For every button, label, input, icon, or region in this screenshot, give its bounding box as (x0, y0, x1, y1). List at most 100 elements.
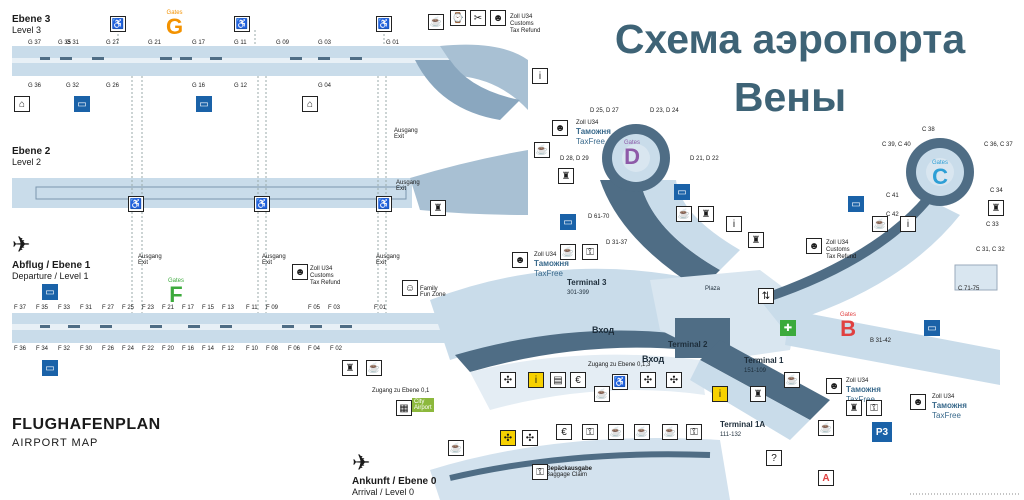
gate-label: G 32 (66, 83, 80, 89)
restroom-icon: ♿ (110, 16, 126, 32)
gate-label: F 11 (246, 305, 258, 311)
baggage-icon: ⚿ (582, 424, 598, 440)
gate-label: F 08 (266, 346, 279, 352)
baggage-icon: ⚿ (532, 464, 548, 480)
lounge-icon: ▭ (196, 96, 212, 112)
gate-label: F 10 (246, 346, 259, 352)
access-note: Zugang zu Ebene 0,1,3 (588, 362, 651, 368)
info-icon: i (532, 68, 548, 84)
map-legend: FLUGHAFENPLAN AIRPORT MAP (12, 416, 161, 449)
gate-label: F 01 (374, 305, 387, 311)
gate-label: F 22 (142, 346, 155, 352)
elevator-icon: ⇅ (758, 288, 774, 304)
gate-label: C 38 (922, 127, 935, 133)
gate-label: F 15 (202, 305, 215, 311)
level3-de: Ebene 3 (12, 14, 51, 25)
gate-label: F 16 (182, 346, 195, 352)
entrance-label: Вход (592, 325, 615, 335)
lounge-icon: ▭ (560, 214, 576, 230)
gate-label: C 42 (886, 212, 899, 218)
legend-title-de: FLUGHAFENPLAN (12, 416, 161, 433)
restroom-icon: ♿ (128, 196, 144, 212)
gate-label: F 30 (80, 346, 93, 352)
gate-label: F 33 (58, 305, 71, 311)
gate-label: G 17 (192, 40, 206, 46)
terminal2-label: Terminal 2 (668, 340, 708, 349)
gate-label: F 35 (36, 305, 49, 311)
gate-label: G 21 (148, 40, 162, 46)
gate-label: F 26 (102, 346, 115, 352)
gate-label: C 39, C 40 (882, 142, 911, 148)
gate-label: F 34 (36, 346, 49, 352)
customs-icon: ☻ (490, 10, 506, 26)
first-aid-icon: ✚ (780, 320, 796, 336)
lounge-icon: ▭ (924, 320, 940, 336)
gate-label: G 03 (318, 40, 332, 46)
family-icon: ☺ (402, 280, 418, 296)
shop-icon: ☕ (872, 216, 888, 232)
shop-icon: ☕ (676, 206, 692, 222)
info-icon: i (712, 386, 728, 402)
gate-label: G 12 (234, 83, 248, 89)
arrival-de: Ankunft / Ebene 0 (352, 476, 437, 487)
baggage-icon: ⚿ (866, 400, 882, 416)
gate-label: D 21, D 22 (690, 156, 719, 162)
gate-label: C 71-75 (958, 286, 980, 292)
gate-label: F 21 (162, 305, 175, 311)
pier-d-arm (600, 180, 720, 290)
customs-icon: ☻ (292, 264, 308, 280)
arrival-en: Arrival / Level 0 (352, 487, 415, 497)
shop-icon: ✂ (470, 10, 486, 26)
gate-label: G 37 (28, 40, 42, 46)
seat-icon: ♜ (988, 200, 1004, 216)
help-icon: ? (766, 450, 782, 466)
gate-label: C 31, C 32 (976, 247, 1005, 253)
gate-label: F 12 (222, 346, 235, 352)
gate-label: C 34 (990, 188, 1003, 194)
shop-icon: ☕ (818, 420, 834, 436)
currency-icon: € (570, 372, 586, 388)
gate-label: F 09 (266, 305, 279, 311)
level2-de: Ebene 2 (12, 146, 51, 157)
legend-title-en: AIRPORT MAP (12, 437, 99, 449)
baggage-icon: ⚿ (686, 424, 702, 440)
seat-icon: ♜ (846, 400, 862, 416)
info-icon: i (726, 216, 742, 232)
gate-label: F 20 (162, 346, 175, 352)
gate-label: C 33 (986, 222, 999, 228)
level2-en: Level 2 (12, 157, 42, 167)
shop-icon: ☕ (662, 424, 678, 440)
baggage-icon: ⚿ (582, 244, 598, 260)
gate-label: G 16 (192, 83, 206, 89)
gate-label: F 05 (308, 305, 321, 311)
level2-walkway (12, 178, 412, 208)
gate-label: F 25 (122, 305, 135, 311)
customs-icon: ☻ (910, 394, 926, 410)
restroom-icon: ♿ (612, 374, 628, 390)
pharmacy-icon: A (818, 470, 834, 486)
gate-label: D 28, D 29 (560, 156, 589, 162)
customs-icon: ☻ (512, 252, 528, 268)
level3-curve (440, 44, 528, 110)
entrance-label: Вход (642, 354, 665, 364)
arrows-icon: ✣ (500, 430, 516, 446)
gate-label: G 36 (28, 83, 42, 89)
arrows-icon: ✣ (666, 372, 682, 388)
gate-label: F 24 (122, 346, 135, 352)
gate-label: F 17 (182, 305, 195, 311)
departure-en: Departure / Level 1 (12, 271, 89, 281)
gate-label: F 03 (328, 305, 341, 311)
gate-label: F 04 (308, 346, 321, 352)
access-note: Zugang zu Ebene 0,1 (372, 388, 430, 394)
